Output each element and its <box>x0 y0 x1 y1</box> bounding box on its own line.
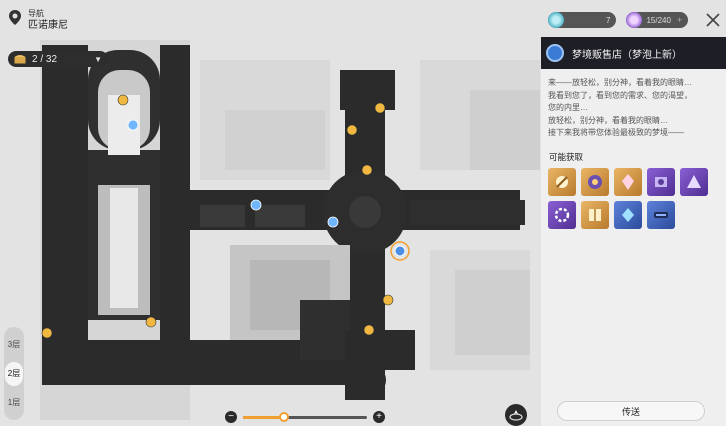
panel-title: 梦境贩售店（梦泡上新） <box>572 49 682 61</box>
panel-description: 来——放轻松，别分神，看着我的眼睛… 我看到您了，看到您的需求、您的渴望， 您的… <box>541 69 726 140</box>
reward-item[interactable] <box>647 167 675 196</box>
chest-counter-dropdown[interactable]: 2 / 32 ▼ <box>8 51 108 67</box>
gear-relic-icon <box>554 207 570 222</box>
zoom-slider-handle[interactable] <box>278 411 289 422</box>
reserve-pill[interactable]: 15/240 + <box>626 12 689 28</box>
chevron-down-icon: ▼ <box>94 54 102 64</box>
disk-relic-icon <box>654 211 668 218</box>
floor-3-button[interactable]: 3层 <box>7 340 21 349</box>
zoom-fill <box>243 415 284 419</box>
location-detail-panel: 梦境贩售店（梦泡上新） 来——放轻松，别分神，看着我的眼睛… 我看到您了，看到您… <box>541 37 726 426</box>
description-line: 您的内里… <box>548 103 588 112</box>
blue-crystal-icon <box>622 207 634 222</box>
orb-relic-icon <box>588 174 602 189</box>
reward-item[interactable] <box>581 200 609 229</box>
chest-icon <box>14 55 26 64</box>
reward-item[interactable] <box>614 167 642 196</box>
reward-item[interactable] <box>680 167 708 196</box>
crystal-relic-icon <box>622 173 634 190</box>
obtain-label: 可能获取 <box>549 151 584 162</box>
stamina-value: 7 <box>606 15 611 25</box>
reward-item[interactable] <box>581 167 609 196</box>
reward-item[interactable] <box>614 200 642 229</box>
description-line: 接下来我将带您体验最极致的梦境—— <box>548 128 684 137</box>
zoom-in-button[interactable]: + <box>373 411 385 423</box>
zoom-slider[interactable] <box>243 411 367 422</box>
reserve-icon <box>626 12 643 28</box>
machine-relic-icon <box>655 176 667 187</box>
floor-1-button[interactable]: 1层 <box>7 398 21 407</box>
reward-grid <box>541 167 726 229</box>
recenter-icon <box>509 410 523 421</box>
player-marker[interactable] <box>390 241 410 261</box>
zoom-control: − + <box>225 410 385 424</box>
shop-icon <box>546 44 564 62</box>
recenter-button[interactable] <box>505 404 527 426</box>
reserve-value: 15/240 <box>646 15 671 25</box>
description-line: 来——放轻松，别分神，看着我的眼睛… <box>548 78 692 87</box>
description-line: 我看到您了，看到您的需求、您的渴望， <box>548 90 692 100</box>
reward-item[interactable] <box>548 167 576 196</box>
close-icon[interactable] <box>705 12 721 28</box>
reward-item[interactable] <box>647 200 675 229</box>
area-name: 匹诺康尼 <box>28 20 68 31</box>
description-line: 放轻松，别分神，看着我的眼睛… <box>548 115 668 125</box>
floor-switcher: 3层 2层 1层 <box>4 327 24 420</box>
mech-relic-icon <box>687 174 701 188</box>
panel-header: 梦境贩售店（梦泡上新） <box>541 37 726 69</box>
reserve-plus-icon[interactable]: + <box>676 15 683 25</box>
golden-relic-icon <box>556 175 568 188</box>
chest-count: 2 / 32 <box>32 53 58 65</box>
reward-item[interactable] <box>548 200 576 229</box>
zoom-out-button[interactable]: − <box>225 411 237 423</box>
nav-header: 导航 匹诺康尼 <box>8 9 68 32</box>
stamina-pill[interactable]: 7 <box>548 12 617 28</box>
floor-2-button[interactable]: 2层 <box>5 361 23 386</box>
location-pin-icon <box>9 10 21 25</box>
teleport-button[interactable]: 传送 <box>557 401 705 421</box>
book-relic-icon <box>589 208 601 221</box>
stamina-icon <box>548 12 564 28</box>
nav-label: 导航 <box>28 9 44 18</box>
resource-bar: 7 15/240 + <box>548 12 689 28</box>
